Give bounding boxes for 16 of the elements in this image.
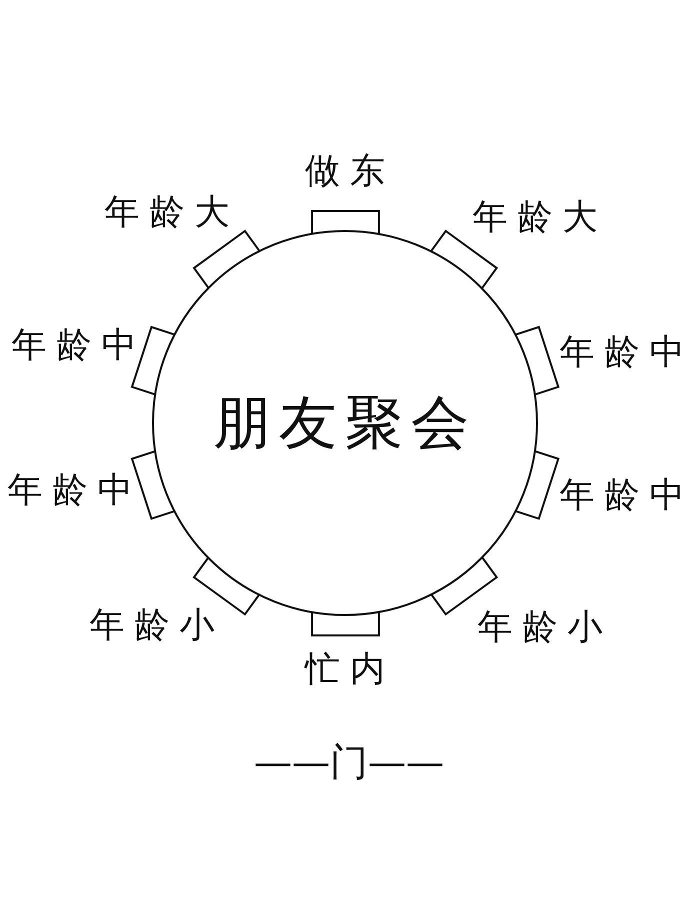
seat-label: 做东 [305,154,395,190]
seat-label: 年龄大 [104,194,240,232]
seat-label: 年龄中 [560,334,690,372]
seat-label: 年龄小 [478,610,612,646]
door-label: ——门—— [254,743,444,783]
seat-label: 年龄中 [12,328,146,364]
seat-label: 年龄小 [90,608,224,644]
chair [310,610,380,637]
seat-label: 年龄大 [472,200,608,236]
seat-label: 忙内 [305,652,395,688]
chair [310,209,380,236]
seat-label: 年龄中 [8,472,142,510]
chair [192,229,262,291]
seat-label: 年龄中 [560,478,690,514]
table-title: 朋友聚会 [213,392,477,454]
chair [130,449,178,522]
